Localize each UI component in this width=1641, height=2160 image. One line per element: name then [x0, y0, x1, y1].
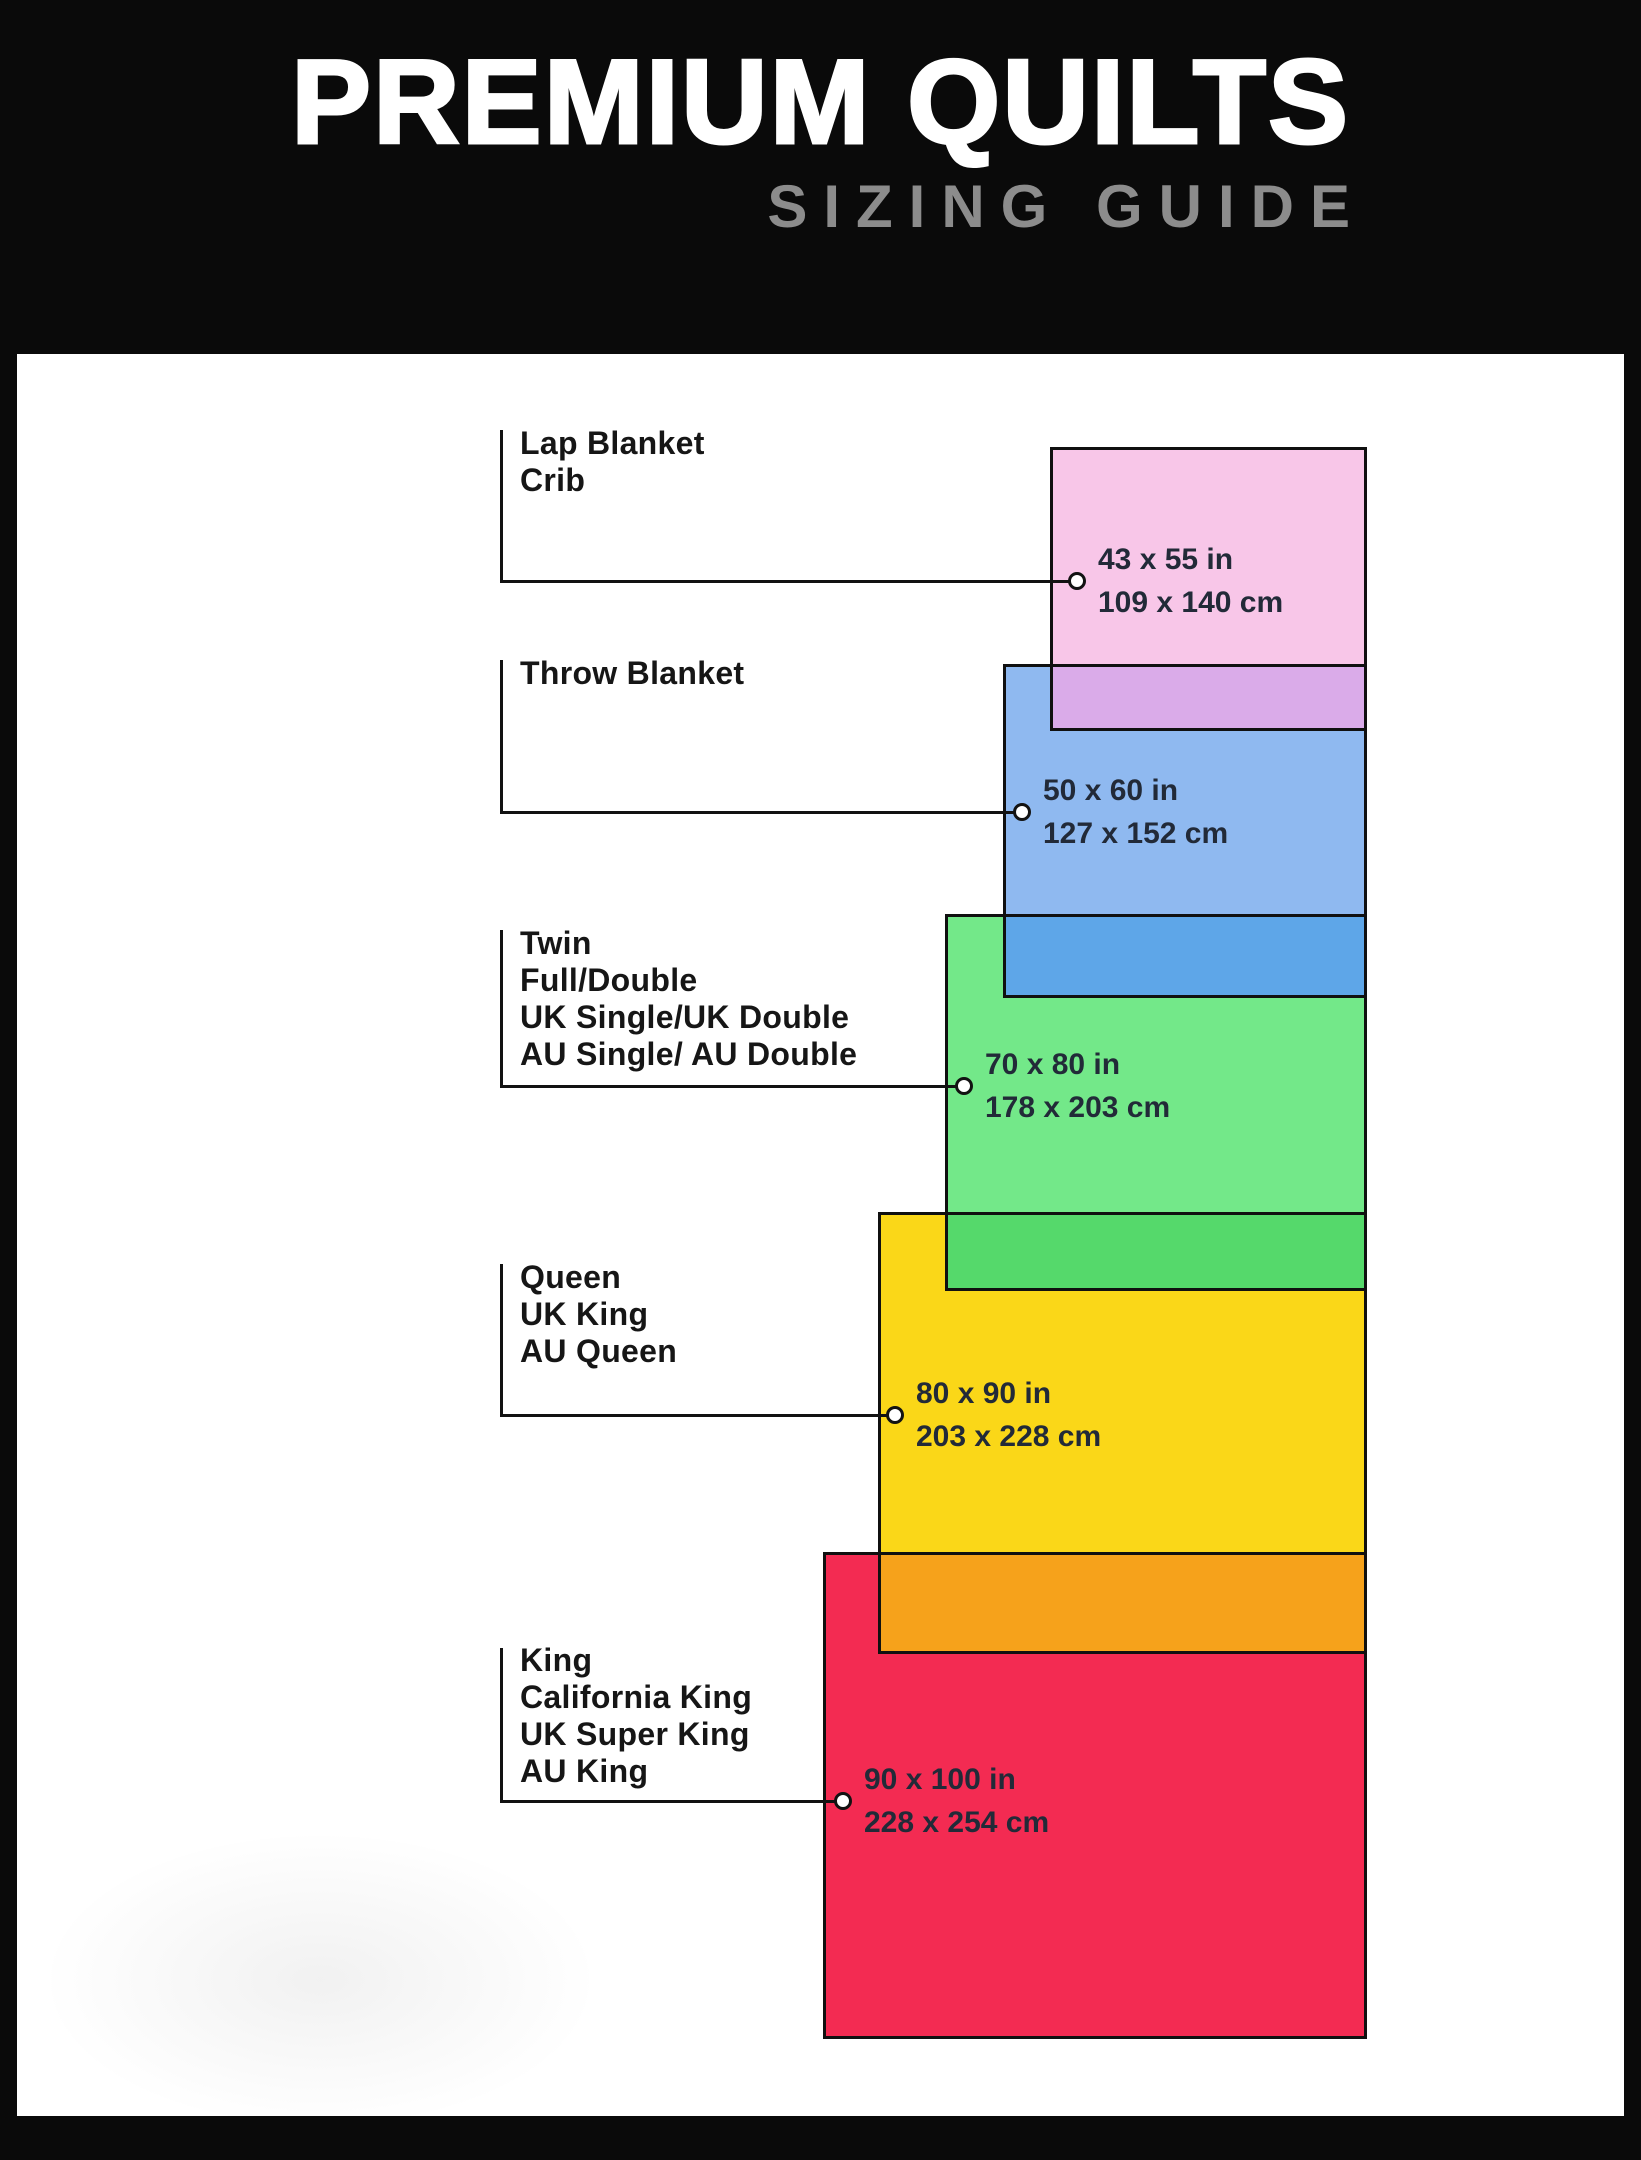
name-line: Twin — [520, 925, 592, 961]
size-inches: 43 x 55 in — [1098, 543, 1234, 576]
name-line: AU Queen — [520, 1333, 678, 1369]
connector-dot-icon — [1013, 803, 1031, 821]
quilt-names-lap-blanket: Lap Blanket Crib — [520, 425, 705, 499]
connector-line — [500, 660, 1014, 814]
connector-dot-icon — [955, 1077, 973, 1095]
name-line: UK Super King — [520, 1716, 750, 1752]
size-inches: 70 x 80 in — [985, 1048, 1121, 1081]
overlap-band-twin-queen — [945, 1212, 1367, 1291]
page-title: PREMIUM QUILTS — [289, 35, 1351, 169]
quilt-names-king: King California King UK Super King AU Ki… — [520, 1642, 752, 1790]
name-line: Crib — [520, 462, 586, 498]
quilt-size-queen: 80 x 90 in 203 x 228 cm — [916, 1372, 1101, 1458]
quilt-size-throw-blanket: 50 x 60 in 127 x 152 cm — [1043, 769, 1228, 855]
size-cm: 178 x 203 cm — [985, 1091, 1171, 1124]
size-cm: 109 x 140 cm — [1098, 586, 1284, 619]
overlap-band-throw-twin — [1003, 914, 1367, 998]
connector-line — [500, 430, 1069, 583]
name-line: Full/Double — [520, 962, 698, 998]
size-cm: 228 x 254 cm — [864, 1806, 1050, 1839]
size-inches: 80 x 90 in — [916, 1377, 1052, 1410]
name-line: Queen — [520, 1259, 622, 1295]
size-inches: 50 x 60 in — [1043, 774, 1179, 807]
overlap-band-lap-throw — [1050, 664, 1367, 731]
header: PREMIUM QUILTS SIZING GUIDE — [0, 0, 1641, 354]
quilt-names-queen: Queen UK King AU Queen — [520, 1259, 677, 1370]
size-inches: 90 x 100 in — [864, 1763, 1016, 1796]
connector-dot-icon — [1068, 572, 1086, 590]
name-line: UK Single/UK Double — [520, 999, 850, 1035]
name-line: California King — [520, 1679, 753, 1715]
quilt-names-throw-blanket: Throw Blanket — [520, 655, 744, 692]
quilt-size-twin: 70 x 80 in 178 x 203 cm — [985, 1043, 1170, 1129]
name-line: UK King — [520, 1296, 649, 1332]
connector-dot-icon — [886, 1406, 904, 1424]
quilt-size-king: 90 x 100 in 228 x 254 cm — [864, 1758, 1049, 1844]
chart-panel — [17, 354, 1624, 2116]
header-inner: PREMIUM QUILTS SIZING GUIDE — [289, 35, 1351, 241]
quilt-names-twin: Twin Full/Double UK Single/UK Double AU … — [520, 925, 857, 1073]
name-line: AU King — [520, 1753, 649, 1789]
name-line: Lap Blanket — [520, 425, 705, 461]
size-cm: 127 x 152 cm — [1043, 817, 1229, 850]
name-line: Throw Blanket — [520, 655, 745, 691]
page-subtitle: SIZING GUIDE — [767, 172, 1367, 240]
connector-line — [500, 1648, 835, 1803]
connector-dot-icon — [834, 1792, 852, 1810]
name-line: King — [520, 1642, 593, 1678]
quilt-size-lap-blanket: 43 x 55 in 109 x 140 cm — [1098, 538, 1283, 624]
connector-line — [500, 930, 956, 1088]
overlap-band-queen-king — [878, 1552, 1367, 1654]
connector-line — [500, 1264, 887, 1417]
size-cm: 203 x 228 cm — [916, 1420, 1102, 1453]
name-line: AU Single/ AU Double — [520, 1036, 858, 1072]
